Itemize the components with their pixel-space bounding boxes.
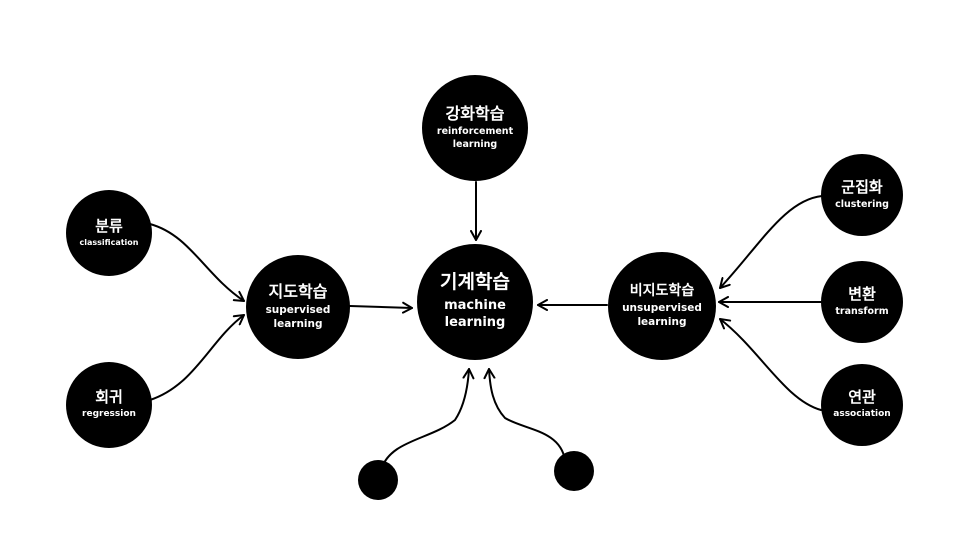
node-unlabeled-right	[554, 451, 594, 491]
edge-supervised-to-center	[349, 301, 413, 314]
node-association-ko: 연관	[848, 388, 876, 407]
node-association-en: association	[833, 409, 891, 420]
node-machine-learning: 기계학습 machine learning	[417, 244, 533, 360]
node-supervised-learning-en: supervised learning	[265, 304, 331, 330]
node-reinforcement-learning: 강화학습 reinforcement learning	[422, 75, 528, 181]
node-regression: 회귀 regression	[66, 362, 152, 448]
node-transform-ko: 변환	[848, 284, 876, 303]
node-classification-en: classification	[79, 237, 139, 247]
node-regression-en: regression	[82, 409, 136, 420]
node-association: 연관 association	[821, 364, 903, 446]
node-clustering: 군집화 clustering	[821, 154, 903, 236]
node-supervised-learning: 지도학습 supervised learning	[246, 255, 350, 359]
node-machine-learning-ko: 기계학습	[440, 271, 510, 294]
node-unsupervised-learning-en: unsupervised learning	[622, 301, 702, 328]
node-clustering-en: clustering	[835, 198, 889, 210]
node-transform-en: transform	[835, 305, 889, 317]
node-transform: 변환 transform	[821, 261, 903, 343]
edge-unlabeled-left-to-center	[380, 368, 475, 471]
edge-classification-to-supervised	[149, 223, 245, 302]
node-clustering-ko: 군집화	[841, 177, 883, 196]
node-reinforcement-learning-en: reinforcement learning	[436, 126, 514, 150]
node-machine-learning-en: machine learning	[444, 298, 506, 330]
node-reinforcement-learning-ko: 강화학습	[445, 103, 505, 123]
node-regression-ko: 회귀	[95, 388, 123, 407]
edge-unlabeled-right-to-center	[483, 368, 566, 461]
node-classification: 분류 classification	[66, 190, 152, 276]
node-classification-ko: 분류	[95, 216, 123, 235]
node-unsupervised-learning-ko: 비지도학습	[629, 282, 695, 299]
edge-regression-to-supervised	[149, 314, 245, 401]
node-unsupervised-learning: 비지도학습 unsupervised learning	[608, 252, 716, 360]
node-supervised-learning-ko: 지도학습	[268, 281, 328, 301]
edge-clustering-to-unsupervised	[719, 195, 823, 289]
node-unlabeled-left	[358, 460, 398, 500]
edge-association-to-unsupervised	[719, 318, 822, 411]
